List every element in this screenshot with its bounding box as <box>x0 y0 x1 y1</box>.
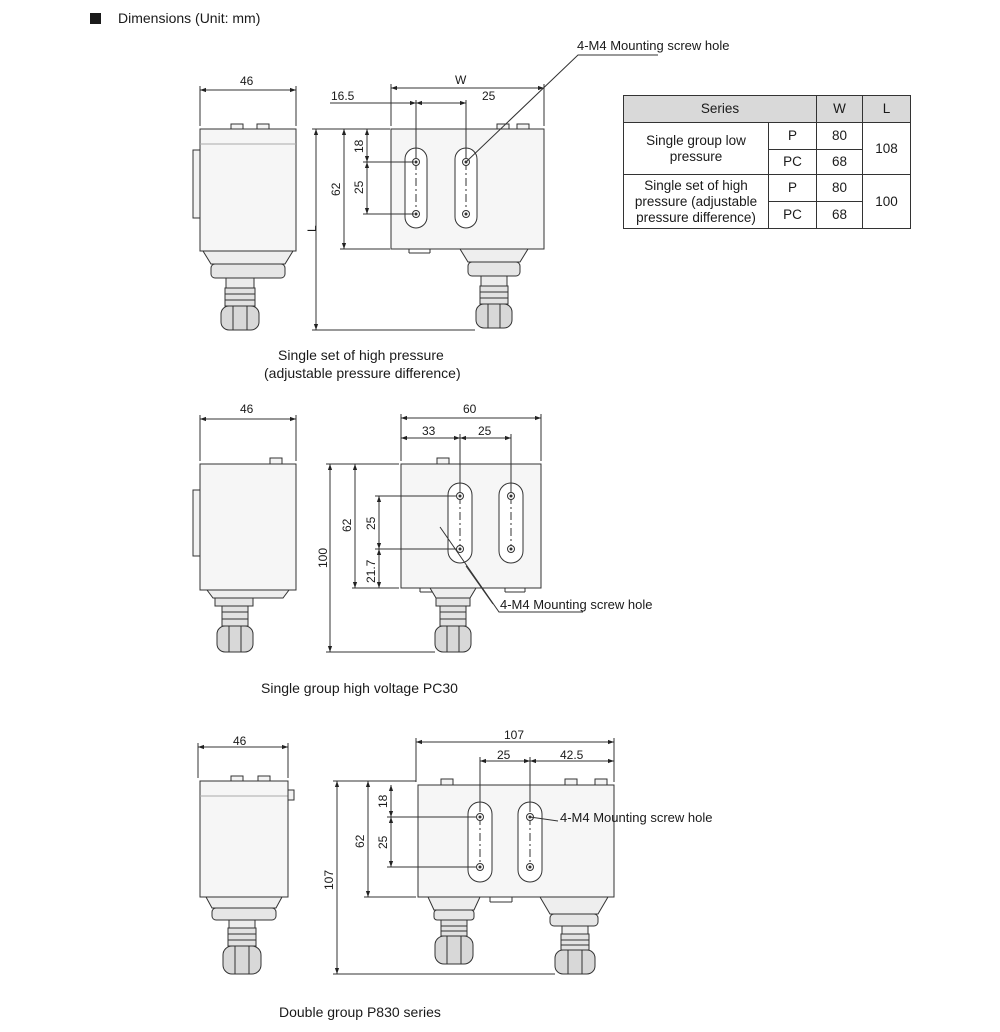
view-1-hole-span-label: 62 <box>329 182 343 196</box>
table-row: Single set of high pressure (adjustable … <box>623 174 911 229</box>
table-cell-type: P <box>768 122 817 150</box>
view-2: 46 60 <box>192 402 652 696</box>
view-2-callout: 4-M4 Mounting screw hole <box>500 597 652 612</box>
view-1-slot-top-label: 18 <box>352 139 366 153</box>
view-2-slot-spacing-label: 25 <box>478 424 492 438</box>
view-3-front-body <box>417 778 615 975</box>
view-3-front-width-label: 107 <box>504 728 524 742</box>
table-row: Single group low pressure P 80 108 <box>623 122 911 175</box>
view-2-left-offset-label: 33 <box>422 424 436 438</box>
table-cell-type: PC <box>768 149 817 175</box>
view-2-caption: Single group high voltage PC30 <box>261 680 458 696</box>
view-1-slot-height-label: 25 <box>352 180 366 194</box>
view-3-slot-top-label: 18 <box>376 794 390 808</box>
table-cell-w: 80 <box>816 122 863 150</box>
view-2-hole-span-label: 62 <box>340 518 354 532</box>
table-cell-type: PC <box>768 201 817 229</box>
view-2-side-width-label: 46 <box>240 402 254 416</box>
view-2-slot-bottom-label: 21.7 <box>364 559 378 583</box>
view-1-side-body <box>192 123 297 331</box>
view-1: 46 <box>192 38 729 381</box>
view-1-total-height-label: L <box>305 225 319 232</box>
view-3-callout: 4-M4 Mounting screw hole <box>560 810 712 825</box>
view-3-total-height-label: 107 <box>322 870 336 890</box>
view-1-callout: 4-M4 Mounting screw hole <box>577 38 729 53</box>
view-3-hole-span-label: 62 <box>353 834 367 848</box>
table-header-l: L <box>862 95 911 123</box>
table-row: PC 68 <box>624 201 911 229</box>
view-3: 46 <box>197 728 712 1020</box>
view-3-caption: Double group P830 series <box>279 1004 441 1020</box>
table-header-series: Series <box>623 95 817 123</box>
section-heading: Dimensions (Unit: mm) <box>90 8 260 28</box>
view-1-front-width-label: W <box>455 73 467 87</box>
view-2-mounting-slots <box>447 482 524 564</box>
view-1-slot-spacing-label: 25 <box>482 89 496 103</box>
table-group-name: Single set of high pressure (adjustable … <box>623 174 769 229</box>
view-1-side-width-label: 46 <box>240 74 254 88</box>
view-2-front-width-label: 60 <box>463 402 477 416</box>
table-cell-type: P <box>768 174 817 202</box>
table-cell-l: 108 <box>862 122 911 175</box>
table-cell-l: 100 <box>862 174 911 229</box>
view-1-left-offset-label: 16.5 <box>331 89 355 103</box>
square-bullet-icon <box>90 12 101 24</box>
table-cell-w: 68 <box>816 201 863 229</box>
view-3-side-width-label: 46 <box>233 734 247 748</box>
table-cell-w: 68 <box>816 149 863 175</box>
view-3-right-offset-label: 42.5 <box>560 748 584 762</box>
table-group-name: Single group low pressure <box>623 122 769 175</box>
view-3-slot-spacing-label: 25 <box>497 748 511 762</box>
view-2-side-body <box>192 457 297 653</box>
view-1-caption-line1: Single set of high pressure <box>278 347 444 363</box>
table-cell-w: 80 <box>816 174 863 202</box>
view-1-caption-line2: (adjustable pressure difference) <box>264 365 461 381</box>
view-2-total-height-label: 100 <box>316 548 330 568</box>
view-1-mounting-slots <box>404 147 478 229</box>
view-3-slot-height-label: 25 <box>376 835 390 849</box>
table-row: PC 68 <box>624 149 911 175</box>
view-3-side-body <box>199 775 295 975</box>
table-header-w: W <box>816 95 863 123</box>
section-heading-text: Dimensions (Unit: mm) <box>118 10 261 26</box>
spec-table: Series W L Single group low pressure P 8… <box>623 95 911 229</box>
view-2-slot-height-label: 25 <box>364 516 378 530</box>
table-header-row: Series W L <box>623 95 911 123</box>
